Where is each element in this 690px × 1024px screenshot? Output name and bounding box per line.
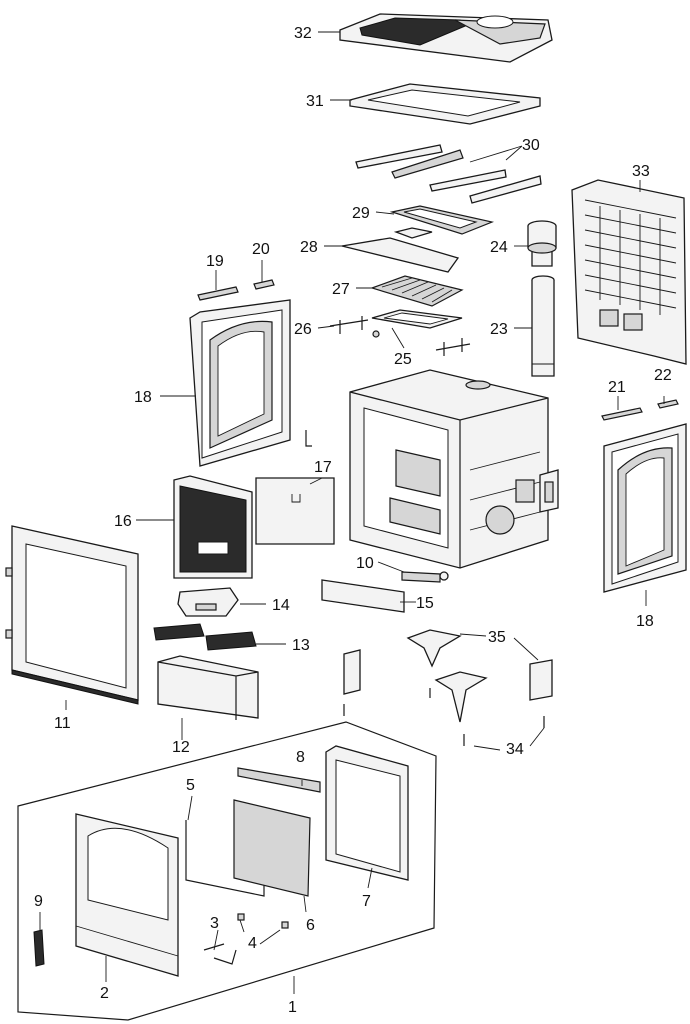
callout-20: 20 [252,241,270,258]
callout-32: 32 [294,25,312,42]
stove-body [349,369,559,569]
part-16-firebrick [173,475,253,579]
callout-18-left: 18 [134,389,152,406]
part-11-front-frame [5,525,139,705]
callout-3: 3 [210,915,219,932]
part-3-4-latch [203,913,289,965]
callout-30: 30 [522,137,540,154]
part-5-6-glass [185,799,311,897]
part-1-door-assembly-box [17,721,437,1021]
part-28-baffle [341,237,460,273]
part-24-collar [527,220,557,267]
part-23-pipe [531,275,555,377]
part-26-brackets [329,316,471,356]
part-19-20-small-rails [197,279,275,301]
callout-22: 22 [654,367,672,384]
part-9-handle [33,929,45,967]
callout-11: 11 [54,715,71,732]
part-18-right-side-panel [603,423,687,593]
callout-34: 34 [506,741,524,758]
callout-21: 21 [608,379,626,396]
part-7-frame [325,745,409,881]
part-2-door [75,813,179,977]
callout-14: 14 [272,597,290,614]
callout-16: 16 [114,513,132,530]
part-8-rail [237,767,321,793]
callout-numbers: 32 31 30 29 28 27 26 25 24 23 33 19 20 1… [34,25,672,1016]
callout-25: 25 [394,351,412,368]
part-29-gasket [389,205,495,239]
part-35-legs [343,629,553,723]
callout-13: 13 [292,637,310,654]
callout-29: 29 [352,205,370,222]
callout-9: 9 [34,893,43,910]
part-30-rails [355,144,542,204]
part-18-left-side-panel [189,299,291,467]
callout-27: 27 [332,281,350,298]
part-14-ash-cover [177,587,239,617]
callout-6: 6 [306,917,315,934]
part-10-15-igniter-plate [321,571,449,613]
part-13-grates [153,623,257,651]
part-33-back-panel [571,179,687,365]
part-31-top-frame [349,83,541,125]
callout-12: 12 [172,739,190,756]
callout-31: 31 [306,93,324,110]
part-25-gasket [371,309,463,329]
callout-8: 8 [296,749,305,766]
callout-28: 28 [300,239,318,256]
callout-4: 4 [248,935,257,952]
callout-15: 15 [416,595,434,612]
callout-33: 33 [632,163,650,180]
callout-17: 17 [314,459,332,476]
callout-19: 19 [206,253,224,270]
callout-26: 26 [294,321,312,338]
leader-lines [39,31,665,994]
callout-18-right: 18 [636,613,654,630]
part-12-ash-pan [157,655,259,720]
callout-1: 1 [288,999,297,1016]
part-21-22-small-rails [601,399,679,421]
callout-2: 2 [100,985,109,1002]
callout-35: 35 [488,629,506,646]
part-32-top-plate [339,13,553,63]
part-34-bolts [343,688,545,746]
callout-5: 5 [186,777,195,794]
callout-7: 7 [362,893,371,910]
part-27-grate [370,275,464,307]
callout-23: 23 [490,321,508,338]
callout-24: 24 [490,239,508,256]
callout-10: 10 [356,555,374,572]
part-17-panel [255,430,335,545]
